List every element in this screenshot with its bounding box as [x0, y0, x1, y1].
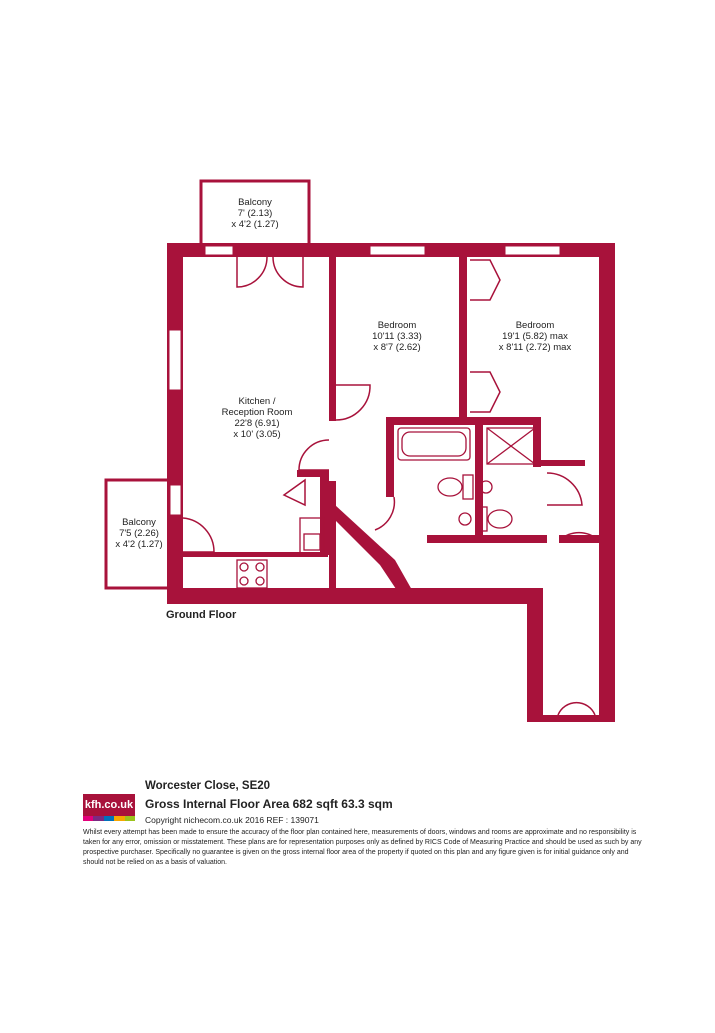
fixtures: [236, 427, 536, 589]
windows: [168, 245, 561, 516]
balcony-left-name: Balcony: [122, 517, 156, 528]
logo-color-bar: [83, 816, 136, 821]
gross-internal-area: Gross Internal Floor Area 682 sqft 63.3 …: [145, 797, 393, 811]
balcony-left-outline: [104, 478, 171, 590]
kfh-logo: kfh.co.uk: [83, 794, 136, 822]
copyright: Copyright nichecom.co.uk 2016 REF : 1390…: [145, 815, 319, 825]
kitchen-dim2: x 10' (3.05): [233, 429, 280, 440]
toilet: [437, 477, 463, 497]
balcony-top-dim2: x 4'2 (1.27): [231, 219, 278, 230]
balcony-top-outline: [199, 179, 311, 247]
disclaimer: Whilst every attempt has been made to en…: [83, 829, 642, 866]
bedroom-2-dim1: 19'1 (5.82) max: [502, 331, 568, 342]
balcony-top-dim1: 7' (2.13): [238, 208, 273, 219]
floor-label: Ground Floor: [166, 609, 237, 621]
room-labels: Balcony 7' (2.13) x 4'2 (1.27) Bedroom 1…: [115, 197, 571, 550]
shower-tray: [486, 427, 536, 465]
kitchen-dim1: 22'8 (6.91): [234, 418, 279, 429]
sink: [299, 517, 325, 555]
bedroom-2-dim2: x 8'11 (2.72) max: [499, 342, 572, 353]
kitchen-name-2: Reception Room: [222, 407, 293, 418]
bedroom-1-name: Bedroom: [378, 320, 417, 331]
walls: [167, 243, 615, 722]
balcony-top-name: Balcony: [238, 197, 272, 208]
bath: [397, 427, 471, 461]
address: Worcester Close, SE20: [145, 780, 271, 792]
balcony-left-dim2: x 4'2 (1.27): [115, 539, 162, 550]
logo-text: kfh.co.uk: [83, 794, 135, 816]
hob: [236, 559, 268, 589]
balcony-left-dim1: 7'5 (2.26): [119, 528, 159, 539]
bedroom-2-name: Bedroom: [516, 320, 555, 331]
kitchen-name-1: Kitchen /: [239, 396, 276, 407]
bedroom-1-dim2: x 8'7 (2.62): [373, 342, 420, 353]
bedroom-1-dim1: 10'11 (3.33): [372, 331, 422, 342]
doors: [182, 256, 599, 716]
